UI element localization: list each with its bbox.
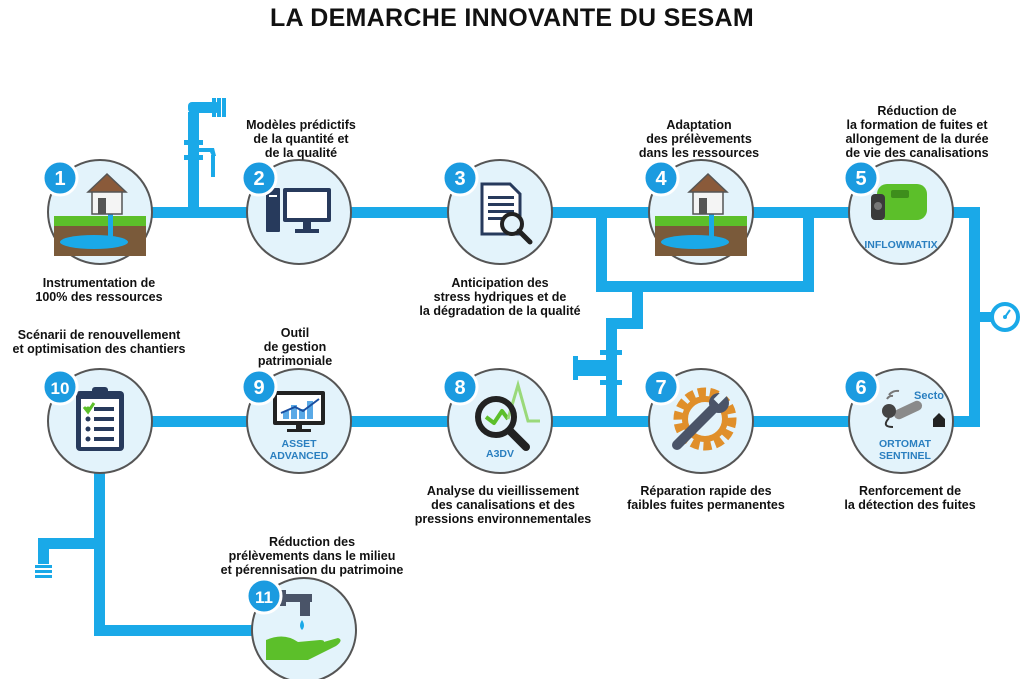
pipe-right-vertical (969, 207, 980, 427)
step-number: 1 (54, 168, 65, 190)
computer-icon (266, 188, 331, 233)
step-node-7: 7 (642, 368, 754, 474)
monitor-chart-icon (273, 391, 325, 432)
flow-meter-icon (871, 184, 927, 220)
pipe-left-vertical (94, 425, 105, 635)
wrench-gear-icon (672, 387, 737, 451)
document-search-icon (480, 182, 533, 245)
tap-hand-icon (266, 590, 341, 660)
step-number: 2 (253, 168, 264, 190)
step-badge (441, 368, 479, 406)
step-node-11: 11 (245, 577, 357, 683)
pipe-connector-a (632, 281, 643, 329)
step-sublabel: Secto (914, 390, 944, 402)
pipe-bypass-left (596, 212, 607, 292)
step-number: 10 (51, 379, 70, 398)
step-label: INFLOWMATIX (864, 239, 937, 251)
outlet-riser (212, 98, 226, 117)
step-label: ORTOMAT (879, 438, 932, 450)
step-number: 5 (855, 168, 866, 190)
step-badge (245, 577, 283, 615)
caption-step-5: Réduction de la formation de fuites et a… (845, 104, 989, 160)
pipe-connector-c (606, 318, 617, 422)
step-number: 6 (855, 377, 866, 399)
valve-icon (184, 140, 216, 177)
caption-step-8: Analyse du vieillissement des canalisati… (414, 484, 592, 526)
step-badge (842, 159, 880, 197)
step-number: 8 (454, 377, 465, 399)
outlet-spur (35, 565, 52, 578)
step-number: 3 (454, 168, 465, 190)
step-number: 11 (255, 588, 273, 607)
caption-step-2: Modèles prédictifs de la quantité et de … (246, 118, 356, 160)
step-badge (842, 368, 880, 406)
house-well-icon (54, 172, 146, 256)
pipe-bottom-to-11 (94, 625, 304, 636)
pipe-spur-left (38, 538, 100, 549)
page-title: LA DEMARCHE INNOVANTE DU SESAM (269, 4, 754, 32)
step-label: ASSET (281, 438, 317, 450)
step-badge (240, 368, 278, 406)
step-node-2: 2 (240, 159, 352, 265)
pipe-riser-top (188, 112, 199, 212)
pipe-decorations (35, 98, 1020, 578)
step-badge (41, 368, 79, 406)
step-badge (240, 159, 278, 197)
step-badge (642, 159, 680, 197)
sensor-icon (882, 389, 945, 428)
step-number: 7 (655, 377, 666, 399)
step-number: 9 (253, 377, 264, 399)
step-node-1: 1 (41, 159, 153, 265)
step-label: A3DV (486, 448, 514, 460)
step-node-8: A3DV 8 (441, 368, 553, 474)
step-number: 4 (655, 168, 667, 190)
caption-step-6: Renforcement de la détection des fuites (844, 484, 976, 512)
caption-step-7: Réparation rapide des faibles fuites per… (627, 484, 785, 512)
step-badge (441, 159, 479, 197)
caption-step-11: Réduction des prélèvements dans le milie… (220, 535, 404, 577)
pressure-gauge-icon (978, 302, 1020, 332)
step-node-3: 3 (441, 159, 553, 265)
house-well-icon (655, 172, 747, 256)
caption-step-3: Anticipation des stress hydriques et de … (419, 276, 581, 318)
step-badge (41, 159, 79, 197)
step-badge (642, 368, 680, 406)
magnifier-chart-icon (475, 379, 540, 451)
caption-step-10: Scénarii de renouvellement et optimisati… (12, 328, 186, 356)
step-label: ADVANCED (270, 450, 329, 462)
step-node-10: 10 (41, 368, 153, 474)
caption-step-4: Adaptation des prélèvements dans les res… (638, 118, 760, 160)
step-label: SENTINEL (879, 450, 932, 462)
pump-valve-icon (573, 350, 622, 385)
pipe-bypass-bottom (596, 281, 814, 292)
pipe-spur-down (38, 538, 49, 564)
clipboard-checklist-icon (76, 387, 124, 451)
step-node-4: 4 (642, 159, 754, 265)
pipe-connector-b (606, 318, 643, 329)
pipe-bypass-right (803, 212, 814, 292)
caption-step-9: Outil de gestion patrimoniale (257, 326, 333, 368)
caption-step-1: Instrumentation de 100% des ressources (35, 276, 163, 304)
step-node-5: INFLOWMATIX 5 (842, 159, 954, 265)
